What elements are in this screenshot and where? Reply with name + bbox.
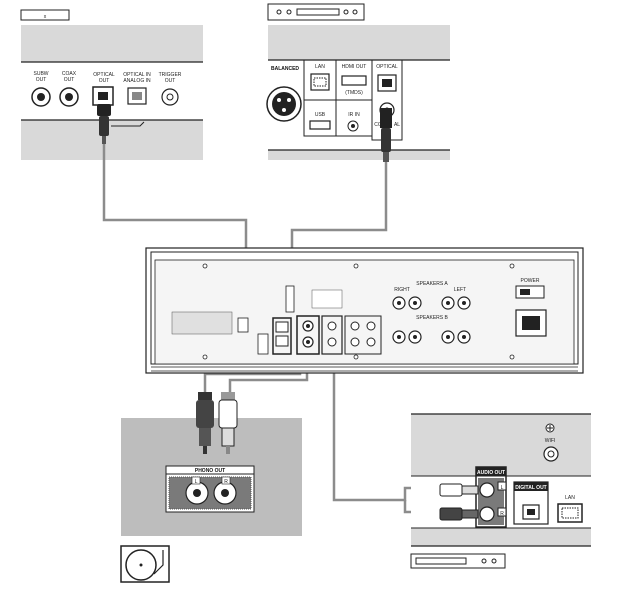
subw-out-port bbox=[31, 87, 51, 107]
speakers-left-label: LEFT bbox=[454, 287, 466, 293]
phono-out-label: PHONO OUT bbox=[195, 468, 225, 474]
trigger-out-port bbox=[161, 88, 179, 106]
turntable-panel: PHONO OUT L R bbox=[121, 392, 302, 536]
speakers-right-label: RIGHT bbox=[394, 287, 410, 293]
streamer-r-label: R bbox=[500, 511, 504, 517]
usb-port bbox=[309, 120, 331, 130]
coax-out-port bbox=[59, 87, 79, 107]
turntable-icon bbox=[120, 545, 170, 583]
hdmi-out-label: HDMI OUT bbox=[342, 64, 367, 70]
hdmi-sub-label: (TMDS) bbox=[345, 90, 363, 96]
coax-fragment-right: AL bbox=[394, 122, 400, 128]
usb-label: USB bbox=[315, 112, 326, 118]
streamer-lan-label: LAN bbox=[565, 495, 575, 501]
phono-r-label: R bbox=[224, 479, 228, 485]
digital-out-label: DIGITAL OUT bbox=[515, 485, 546, 491]
amp-phono-inputs bbox=[296, 315, 320, 355]
optical-in-port bbox=[127, 87, 147, 105]
wifi-label: WIFI bbox=[545, 438, 556, 444]
lan-label: LAN bbox=[315, 64, 325, 70]
coax-fragment-left: CO bbox=[374, 122, 382, 128]
phono-l-port bbox=[185, 481, 209, 505]
speakers-b-label: SPEAKERS B bbox=[416, 315, 448, 321]
phono-l-label: L bbox=[195, 479, 198, 485]
optical-plug-right bbox=[380, 108, 392, 162]
speakers-a-label: SPEAKERS A bbox=[416, 281, 448, 287]
optical-out-port bbox=[92, 86, 114, 106]
streamer-r-port bbox=[479, 506, 495, 522]
amplifier: SPEAKERS A SPEAKERS B RIGHT LEFT POWER bbox=[145, 247, 584, 374]
optical-label: OPTICAL bbox=[376, 64, 398, 70]
streamer-panel: WIFI AUDIO OUT L R DIGITAL OUT LAN bbox=[410, 413, 591, 569]
streamer-rca-plug-r bbox=[439, 507, 479, 521]
source-device-right: BALANCED LAN USB HDMI OUT (TMDS) IR IN O… bbox=[266, 3, 450, 162]
rca-plug-right bbox=[218, 392, 238, 454]
optical-plug-left bbox=[97, 104, 111, 144]
device-front-icon-glyph: x bbox=[44, 14, 47, 20]
rca-plug-left bbox=[196, 392, 214, 454]
ir-in-label: IR IN bbox=[348, 112, 360, 118]
balanced-label: BALANCED bbox=[271, 66, 299, 72]
streamer-l-port bbox=[479, 482, 495, 498]
amp-optical-inputs bbox=[272, 317, 292, 355]
streamer-rca-plug-l bbox=[439, 483, 479, 497]
hdmi-out-port bbox=[341, 75, 367, 86]
power-label: POWER bbox=[521, 278, 540, 284]
xlr-balanced-port bbox=[266, 86, 302, 122]
audio-out-label: AUDIO OUT bbox=[477, 470, 505, 476]
phono-r-port bbox=[213, 481, 237, 505]
streamer-l-label: L bbox=[501, 485, 504, 491]
device-front-icon bbox=[20, 9, 70, 21]
